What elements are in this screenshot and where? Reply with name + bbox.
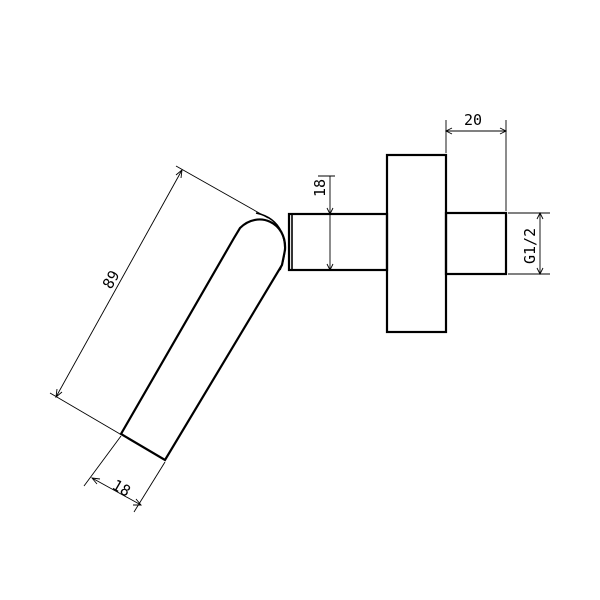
dimension-arm-width: 18 (83, 435, 166, 513)
arm-length-label: 89 (99, 267, 124, 292)
flange-depth-label: 20 (464, 111, 482, 129)
pipe-diameter-label: 18 (311, 179, 329, 197)
thread-label: G1/2 (521, 228, 539, 264)
angled-arm (119, 218, 287, 462)
threaded-connector (444, 211, 508, 276)
wall-flange (385, 153, 448, 334)
horizontal-pipe (287, 212, 389, 272)
part-outline (119, 153, 508, 462)
dimension-flange-depth: 20 (444, 111, 508, 211)
dimension-thread: G1/2 (508, 211, 550, 276)
dimension-pipe-diameter: 18 (311, 175, 335, 272)
arm-width-label: 18 (109, 476, 134, 501)
dimension-arm-length: 89 (49, 165, 269, 435)
